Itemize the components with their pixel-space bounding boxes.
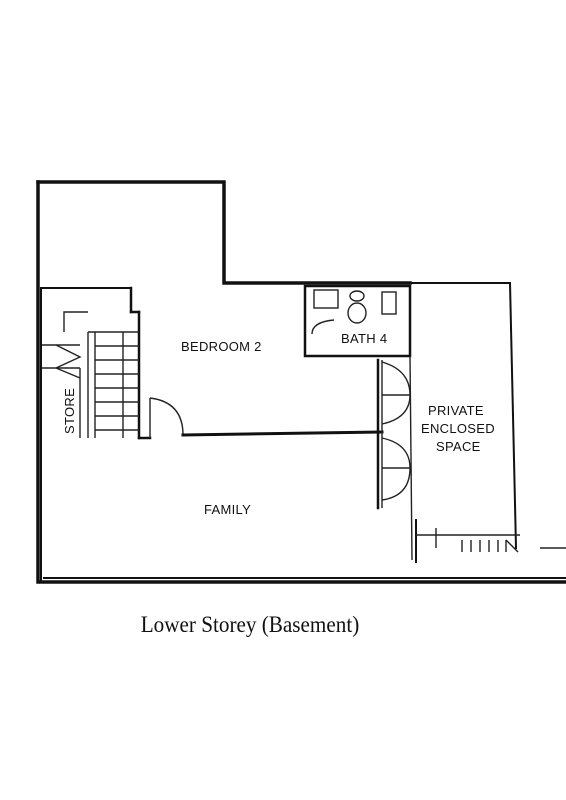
room-label-space: SPACE bbox=[436, 439, 481, 454]
room-label-enclosed: ENCLOSED bbox=[421, 421, 495, 436]
room-label-family: FAMILY bbox=[204, 502, 251, 517]
staircase bbox=[42, 286, 141, 440]
private-space-walls bbox=[376, 355, 417, 563]
room-label-bath: BATH 4 bbox=[341, 331, 387, 346]
bathroom bbox=[303, 284, 412, 358]
bedroom-partition bbox=[137, 397, 384, 440]
room-label-private: PRIVATE bbox=[428, 403, 484, 418]
exterior-steps bbox=[416, 528, 566, 553]
room-label-bedroom: BEDROOM 2 bbox=[181, 339, 262, 354]
plan-caption: Lower Storey (Basement) bbox=[140, 612, 360, 637]
outer-walls bbox=[36, 180, 566, 584]
room-label-store: STORE bbox=[62, 388, 77, 434]
